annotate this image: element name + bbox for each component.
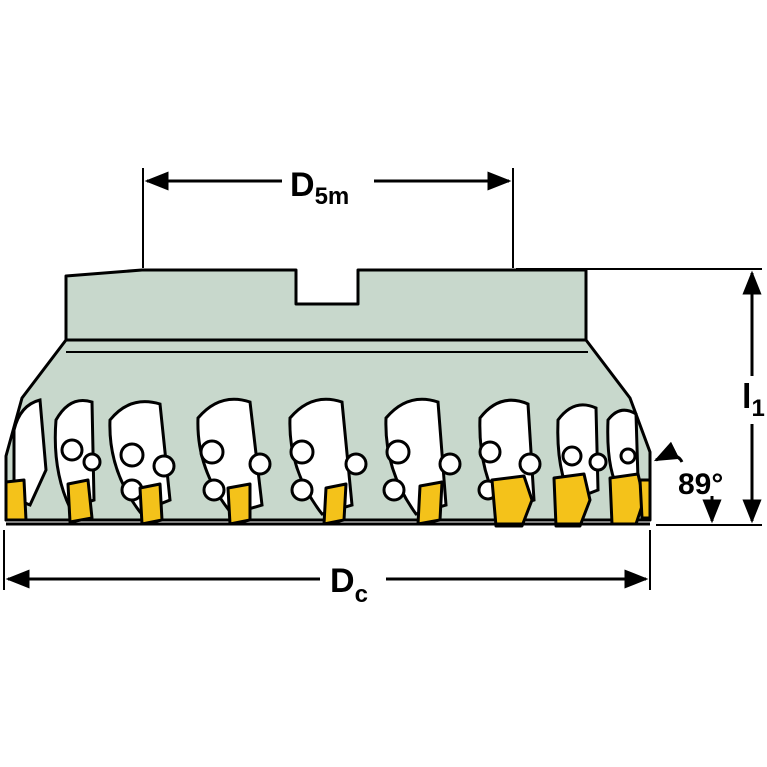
angle-label: 89° xyxy=(678,468,723,501)
dc-label: Dc xyxy=(330,562,368,608)
cutter-shank xyxy=(64,268,588,342)
d5m-label: D5m xyxy=(290,166,349,210)
dc-dimension xyxy=(3,530,651,590)
angle-dimension xyxy=(653,441,722,524)
l1-dimension xyxy=(516,268,762,526)
d5m-dimension xyxy=(142,168,514,268)
insert-screws xyxy=(60,438,637,502)
l1-label: l1 xyxy=(742,378,765,422)
cutting-inserts xyxy=(4,472,652,528)
